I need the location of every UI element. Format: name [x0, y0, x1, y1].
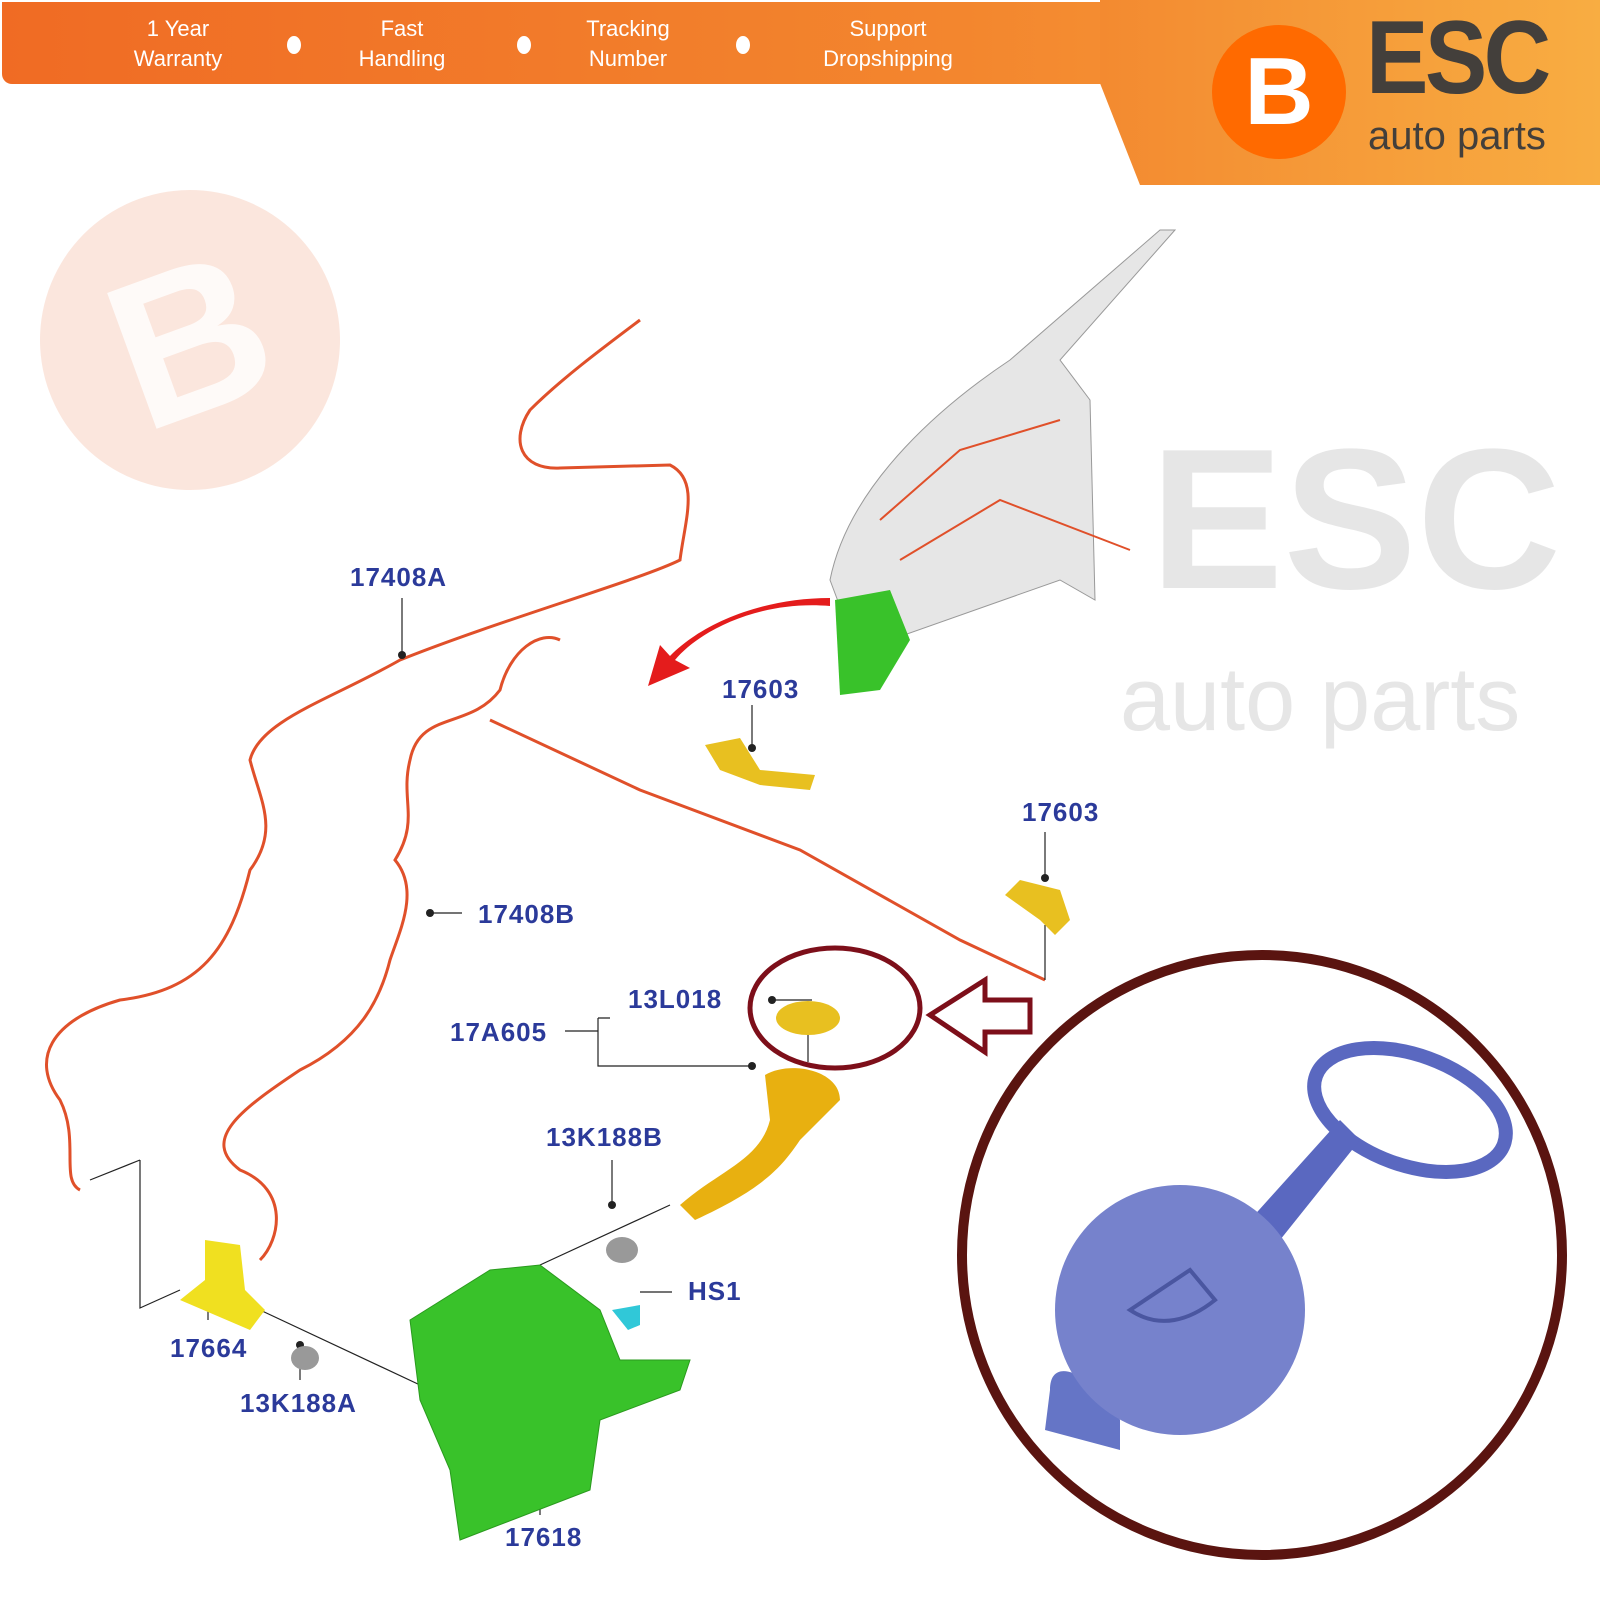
watermark-tagline: auto parts: [1120, 650, 1521, 750]
feature-line: Support: [849, 16, 927, 41]
cap-photo: [957, 950, 1567, 1560]
label-17618: 17618: [505, 1522, 583, 1552]
label-13k188b: 13K188B: [546, 1122, 663, 1152]
parts: [180, 738, 1070, 1541]
hose-front: [489, 718, 1046, 982]
filler-neck-17a605: [680, 1068, 840, 1220]
nozzle-17603-b: [1005, 880, 1070, 935]
reservoir-17618: [409, 1264, 691, 1541]
label-17603-b: 17603: [1022, 797, 1100, 827]
separator-dot: [287, 36, 301, 54]
separator-dot: [736, 36, 750, 54]
label-17408a: 17408A: [350, 562, 448, 592]
cap-13l018: [776, 1001, 840, 1035]
highlight-arrow-icon: [925, 975, 1033, 1057]
label-17408b: 17408B: [478, 899, 576, 929]
feature-line: Fast: [380, 16, 424, 41]
vehicle-body: [829, 229, 1177, 695]
grommet-13k188a: [291, 1346, 319, 1370]
direction-arrow: [648, 598, 830, 686]
feature-line: Tracking: [586, 16, 670, 41]
feature-line: Warranty: [133, 46, 223, 71]
grommet-13k188b: [606, 1237, 638, 1263]
logo-tab: [1100, 0, 1600, 185]
highlight-circle: [747, 945, 923, 1071]
label-hs1: HS1: [688, 1276, 742, 1306]
logo-tagline: auto parts: [1368, 114, 1546, 158]
label-17a605: 17A605: [450, 1017, 548, 1047]
washer-hoses: [45, 318, 1046, 1262]
watermark-name: ESC: [1150, 408, 1562, 631]
nozzle-17603-a: [705, 738, 815, 790]
label-17664: 17664: [170, 1333, 248, 1363]
label-13k188a: 13K188A: [240, 1388, 357, 1418]
feature-line: 1 Year: [146, 16, 210, 41]
logo-name: ESC: [1366, 0, 1551, 116]
logo-badge: B: [1212, 25, 1346, 159]
bolt-hs1: [612, 1305, 640, 1330]
label-17603-a: 17603: [722, 674, 800, 704]
pump-17664: [180, 1240, 265, 1330]
feature-line: Handling: [358, 46, 446, 71]
feature-line: Number: [588, 46, 668, 71]
hose-17408b: [222, 636, 561, 1262]
hose-17408a: [45, 318, 690, 1192]
separator-dot: [517, 36, 531, 54]
label-13l018: 13L018: [628, 984, 723, 1014]
leader-dots: [204, 651, 1049, 1484]
feature-line: Dropshipping: [823, 46, 953, 71]
